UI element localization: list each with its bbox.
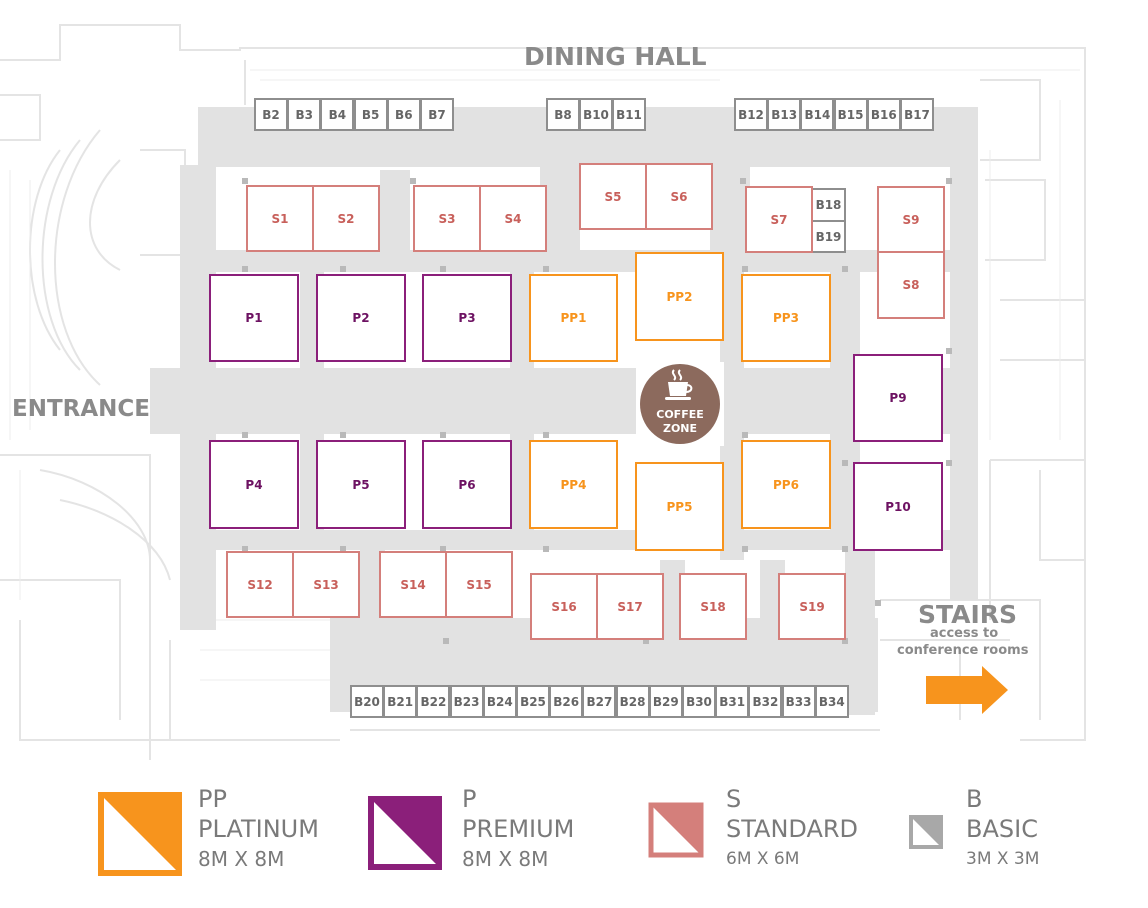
booth-s16[interactable]: S16	[530, 573, 598, 640]
booth-b25[interactable]: B25	[516, 685, 550, 718]
legend-code: S	[726, 785, 742, 813]
booth-p9[interactable]: P9	[853, 354, 943, 442]
booth-b12[interactable]: B12	[734, 98, 768, 131]
booth-b24[interactable]: B24	[482, 685, 517, 718]
booth-b18[interactable]: B18	[811, 188, 846, 222]
booth-b3[interactable]: B3	[287, 98, 322, 131]
legend-name: PLATINUM	[198, 815, 319, 843]
booth-b23[interactable]: B23	[449, 685, 484, 718]
booth-b16[interactable]: B16	[866, 98, 901, 131]
booth-s14[interactable]: S14	[379, 551, 447, 618]
dining-hall-label: DINING HALL	[524, 42, 707, 71]
booth-pp5[interactable]: PP5	[635, 462, 724, 551]
legend-name: STANDARD	[726, 815, 859, 843]
legend-code: PP	[198, 785, 227, 813]
booth-s1[interactable]: S1	[246, 185, 314, 252]
booth-s12[interactable]: S12	[226, 551, 294, 618]
legend-text-basic: B BASIC 3M X 3M	[966, 784, 1039, 874]
legend-name: BASIC	[966, 815, 1038, 843]
legend-size: 8M X 8M	[198, 847, 285, 871]
booth-b32[interactable]: B32	[748, 685, 783, 718]
booth-b29[interactable]: B29	[648, 685, 683, 718]
booth-b19[interactable]: B19	[811, 220, 846, 253]
triangle-split-icon	[909, 815, 943, 849]
booth-p5[interactable]: P5	[316, 440, 406, 529]
booth-b21[interactable]: B21	[383, 685, 418, 718]
booth-s3[interactable]: S3	[413, 185, 481, 252]
booth-b11[interactable]: B11	[612, 98, 646, 131]
booth-b28[interactable]: B28	[615, 685, 650, 718]
coffee-zone-label-1: COFFEE	[656, 408, 704, 421]
booth-s9[interactable]: S9	[877, 186, 945, 253]
legend-text-platinum: PP PLATINUM 8M X 8M	[198, 784, 319, 874]
booth-s4[interactable]: S4	[479, 185, 547, 252]
booth-s8[interactable]: S8	[877, 251, 945, 319]
legend-code: P	[462, 785, 477, 813]
coffee-zone[interactable]: COFFEE ZONE	[636, 362, 724, 446]
stairs-sub-label-1: access to	[930, 626, 999, 641]
booth-b20[interactable]: B20	[350, 685, 384, 718]
booth-p3[interactable]: P3	[422, 274, 512, 362]
booth-p10[interactable]: P10	[853, 462, 943, 551]
booth-b34[interactable]: B34	[814, 685, 849, 718]
booth-b7[interactable]: B7	[420, 98, 454, 131]
coffee-zone-label-2: ZONE	[662, 422, 698, 435]
booth-s13[interactable]: S13	[292, 551, 360, 618]
booth-b2[interactable]: B2	[254, 98, 288, 131]
entrance-label: ENTRANCE	[12, 396, 150, 422]
booth-s15[interactable]: S15	[445, 551, 513, 618]
booth-s2[interactable]: S2	[312, 185, 380, 252]
booth-p6[interactable]: P6	[422, 440, 512, 529]
booth-s5[interactable]: S5	[579, 163, 647, 230]
booth-pp4[interactable]: PP4	[529, 440, 618, 529]
legend-text-premium: P PREMIUM 8M X 8M	[462, 784, 574, 874]
triangle-split-icon	[648, 802, 704, 858]
legend-text-standard: S STANDARD 6M X 6M	[726, 784, 858, 874]
booth-b13[interactable]: B13	[767, 98, 802, 131]
booth-b17[interactable]: B17	[900, 98, 934, 131]
legend-size: 8M X 8M	[462, 847, 549, 871]
legend-name: PREMIUM	[462, 815, 575, 843]
booth-pp1[interactable]: PP1	[529, 274, 618, 362]
booth-s17[interactable]: S17	[596, 573, 664, 640]
legend-size: 3M X 3M	[966, 849, 1040, 869]
booth-pp3[interactable]: PP3	[741, 274, 831, 362]
booth-s6[interactable]: S6	[645, 163, 713, 230]
stairs-arrow-icon[interactable]	[924, 664, 1010, 716]
legend-size: 6M X 6M	[726, 849, 800, 869]
booth-b22[interactable]: B22	[416, 685, 451, 718]
booth-b6[interactable]: B6	[386, 98, 421, 131]
booth-b26[interactable]: B26	[549, 685, 584, 718]
booth-b33[interactable]: B33	[781, 685, 816, 718]
booth-pp2[interactable]: PP2	[635, 252, 724, 341]
booth-p1[interactable]: P1	[209, 274, 299, 362]
booth-b30[interactable]: B30	[682, 685, 716, 718]
booth-b27[interactable]: B27	[582, 685, 617, 718]
booth-b4[interactable]: B4	[320, 98, 355, 131]
booth-s7[interactable]: S7	[745, 186, 813, 253]
stairs-sub-label-2: conference rooms	[897, 643, 1029, 658]
booth-s18[interactable]: S18	[679, 573, 747, 640]
legend-code: B	[966, 785, 983, 813]
booth-pp6[interactable]: PP6	[741, 440, 831, 529]
booth-b31[interactable]: B31	[715, 685, 750, 718]
booth-b10[interactable]: B10	[579, 98, 613, 131]
booth-b8[interactable]: B8	[546, 98, 580, 131]
booth-p2[interactable]: P2	[316, 274, 406, 362]
coffee-cup-icon	[665, 369, 693, 400]
booth-b15[interactable]: B15	[833, 98, 868, 131]
triangle-split-icon	[98, 792, 182, 876]
booth-b14[interactable]: B14	[800, 98, 835, 131]
booth-b5[interactable]: B5	[353, 98, 388, 131]
triangle-split-icon	[368, 796, 442, 870]
stairs-label: STAIRS	[918, 600, 1018, 629]
booth-s19[interactable]: S19	[778, 573, 846, 640]
booth-p4[interactable]: P4	[209, 440, 299, 529]
